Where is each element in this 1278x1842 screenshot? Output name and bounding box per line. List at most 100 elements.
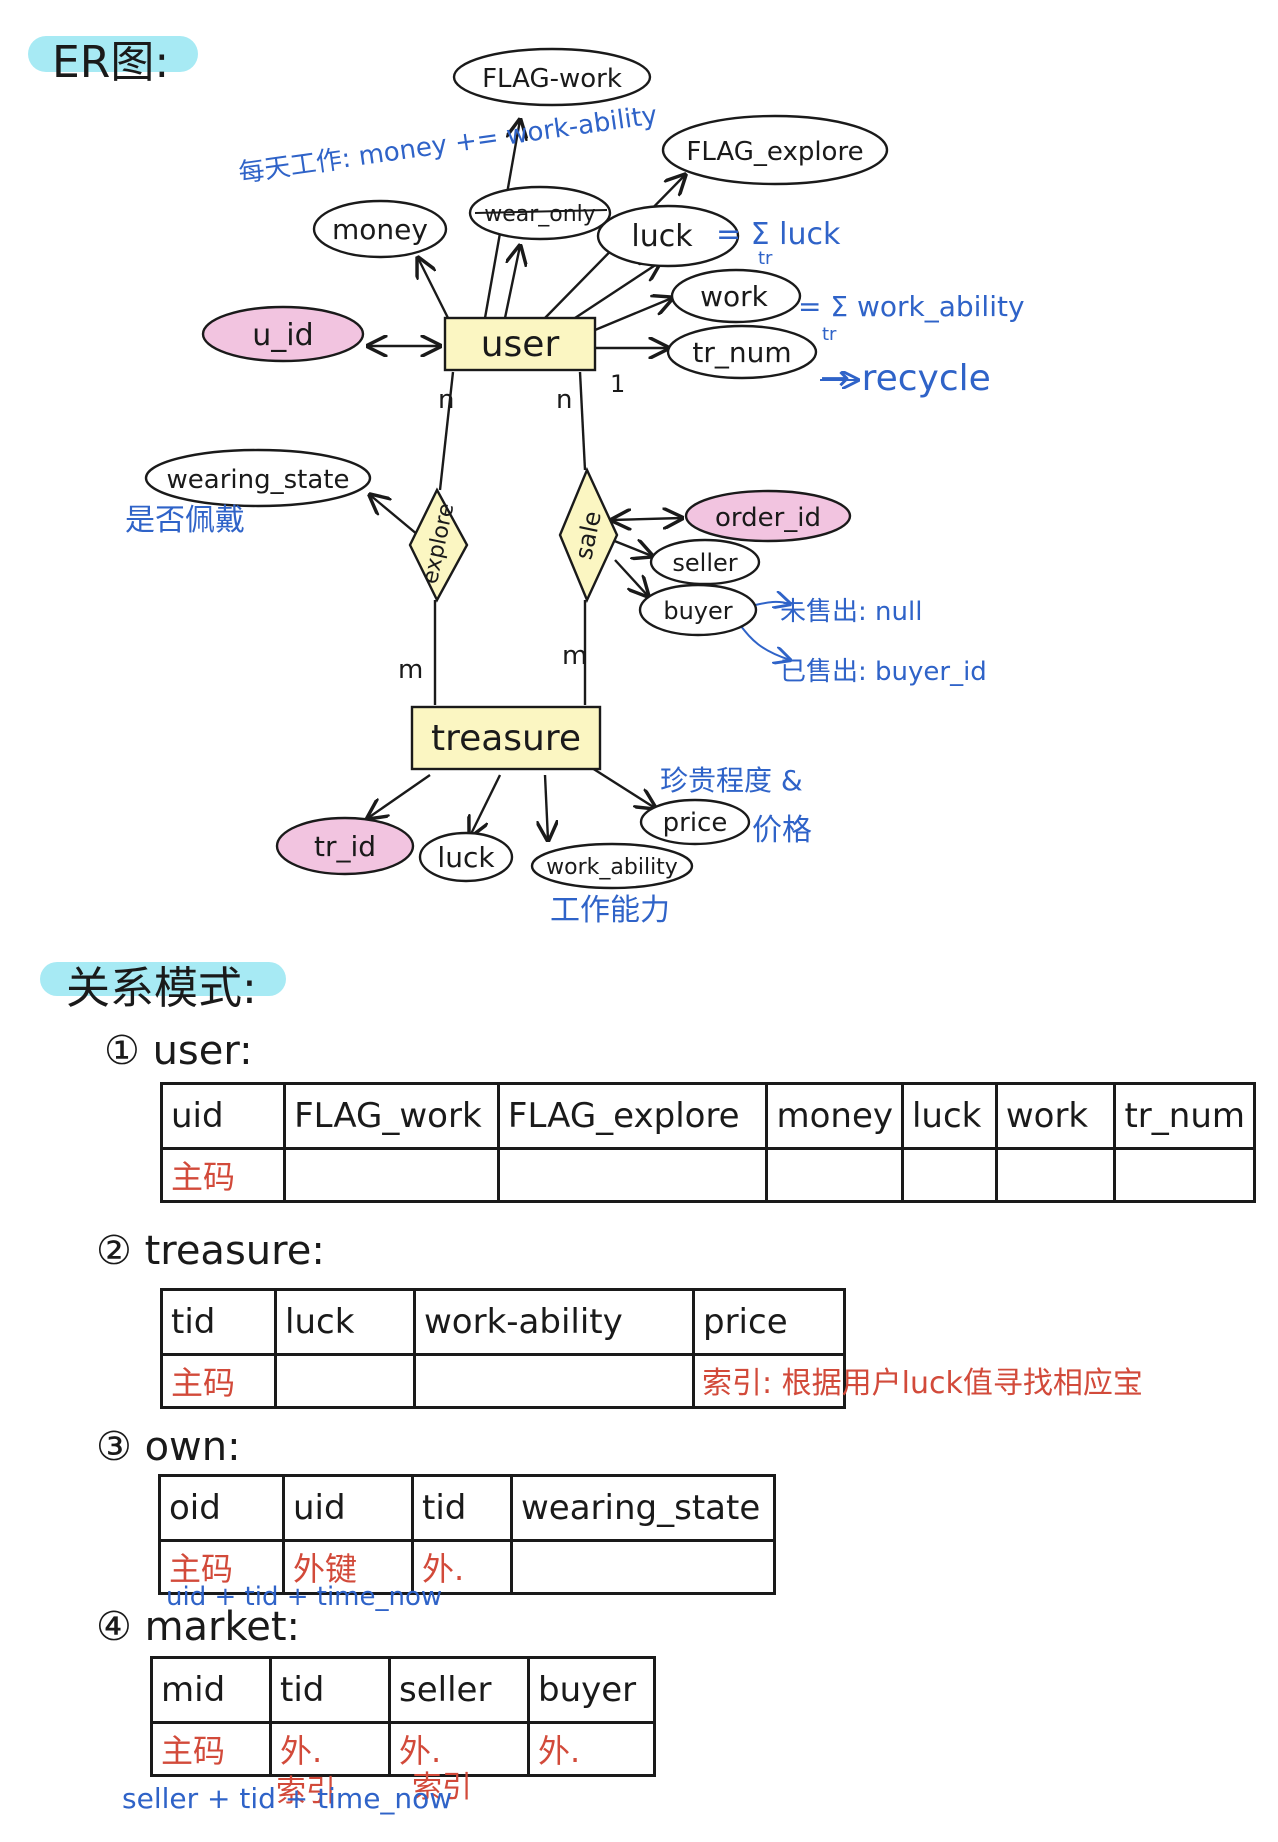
user-note-luck [900, 1147, 998, 1203]
attr-wear-only-label: wear_only [484, 202, 596, 227]
user-col-uid: uid [159, 1082, 287, 1150]
attr-tr-id-ellipse [275, 816, 415, 876]
wear-only-strike [474, 209, 608, 214]
table-treasure: tid luck work-ability price 主码 [160, 1288, 846, 1409]
table-own-label: ③ own: [96, 1424, 241, 1470]
note-wearing: 是否佩戴 [125, 503, 245, 538]
market-col-tid: tid [269, 1656, 391, 1724]
relationship-sale-diamond [558, 467, 619, 603]
card-user-sale: n [556, 385, 572, 415]
attr-treasure-luck-ellipse [418, 831, 514, 883]
table-market: mid tid seller buyer 主码 外. 外. 外. [150, 1656, 656, 1777]
attr-wearing-state-label: wearing_state [167, 465, 350, 495]
attr-buyer-ellipse [638, 583, 758, 637]
own-note-oid: 主码 [158, 1539, 285, 1595]
market-note-buyer: 外. [527, 1721, 656, 1777]
market-index-seller: 索引 [412, 1770, 472, 1805]
note-recycle: → recycle [820, 358, 991, 399]
user-note-flag-work [283, 1147, 500, 1203]
own-col-wearing-state: wearing_state [510, 1474, 776, 1542]
own-note-tid: 外. [411, 1539, 513, 1595]
user-note-work [994, 1147, 1117, 1203]
attr-wearing-state-ellipse [144, 448, 372, 508]
treasure-note-luck [274, 1353, 416, 1409]
attr-work-label: work [700, 280, 769, 313]
attr-flag-work-label: FLAG-work [482, 64, 622, 94]
market-col-buyer: buyer [527, 1656, 656, 1724]
own-col-tid: tid [411, 1474, 513, 1542]
table-market-label: ④ market: [96, 1604, 301, 1650]
note-price-2: 价格 [752, 813, 812, 848]
treasure-note-price [692, 1353, 846, 1409]
entity-user-label: user [481, 324, 560, 365]
note-work-sum: = Σ work_ability [798, 290, 1025, 323]
attr-u-id-label: u_id [252, 318, 313, 353]
note-unsold: 未售出: null [780, 597, 922, 627]
market-col-mid: mid [150, 1656, 272, 1724]
user-note-tr-num [1113, 1147, 1256, 1203]
own-note-wearing-state [510, 1539, 776, 1595]
note-luck-sum: = Σ luck [716, 217, 841, 252]
note-work-ability: 工作能力 [550, 893, 670, 928]
user-note-money [765, 1147, 904, 1203]
relational-title-highlight [40, 962, 286, 996]
user-note-flag-explore [496, 1147, 769, 1203]
table-treasure-label: ② treasure: [96, 1228, 325, 1274]
attr-luck-ellipse [596, 204, 740, 268]
user-connectors [368, 120, 685, 840]
market-key-note: seller + tid + time_now [122, 1782, 453, 1815]
attr-flag-explore-label: FLAG_explore [686, 137, 863, 167]
own-col-oid: oid [158, 1474, 285, 1542]
table-user: uid FLAG_work FLAG_explore money luck wo… [159, 1082, 1256, 1203]
user-col-tr-num: tr_num [1113, 1082, 1256, 1150]
note-price: 珍贵程度 & [660, 764, 803, 797]
attr-price-ellipse [639, 798, 751, 846]
attr-price-label: price [663, 808, 728, 838]
er-title: ER图: [52, 37, 170, 88]
own-note-uid: 外键 [282, 1539, 414, 1595]
attr-work-ability-label: work_ability [546, 855, 678, 880]
card-treasure-explore: m [398, 655, 423, 685]
attr-order-id-label: order_id [715, 503, 821, 533]
attr-flag-explore-ellipse [661, 114, 889, 186]
market-index-tid: 索引 [276, 1774, 336, 1809]
market-note-mid: 主码 [150, 1721, 272, 1777]
attr-tr-num-ellipse [666, 324, 818, 380]
user-note-uid: 主码 [159, 1147, 287, 1203]
treasure-index-note: 索引: 根据用户luck值寻找相应宝 [702, 1366, 1143, 1401]
note-sold: 已售出: buyer_id [780, 657, 987, 687]
own-col-uid: uid [282, 1474, 414, 1542]
market-note-seller: 外. [388, 1721, 530, 1777]
card-one: 1 [610, 370, 625, 398]
treasure-col-price: price [692, 1288, 846, 1356]
treasure-col-work-ability: work-ability [413, 1288, 695, 1356]
attr-flag-work-ellipse [452, 47, 652, 107]
user-col-work: work [994, 1082, 1117, 1150]
attr-treasure-luck-label: luck [437, 841, 495, 874]
note-work-sum-sub: tr [822, 324, 837, 345]
market-col-seller: seller [388, 1656, 530, 1724]
card-treasure-sale: m [562, 641, 587, 671]
user-col-flag-explore: FLAG_explore [496, 1082, 769, 1150]
attr-money-label: money [332, 213, 428, 246]
treasure-col-tid: tid [160, 1288, 277, 1356]
user-col-luck: luck [900, 1082, 998, 1150]
attr-work-ability-ellipse [530, 842, 694, 890]
er-title-highlight [28, 36, 198, 72]
entity-user-box [443, 316, 597, 372]
attr-luck-label: luck [631, 219, 693, 254]
own-key-note: uid + tid + time_now [166, 1582, 443, 1612]
attr-u-id-ellipse [201, 305, 365, 363]
note-luck-sum-sub: tr [758, 248, 773, 269]
attr-wear-only-ellipse [468, 185, 612, 241]
relational-title: 关系模式: [66, 963, 257, 1014]
table-user-label: ① user: [104, 1028, 253, 1074]
entity-treasure-label: treasure [431, 718, 581, 759]
treasure-note-tid: 主码 [160, 1353, 277, 1409]
treasure-note-work-ability [413, 1353, 695, 1409]
attr-tr-num-label: tr_num [692, 336, 791, 369]
attr-money-ellipse [312, 199, 448, 259]
attr-tr-id-label: tr_id [314, 830, 376, 863]
card-user-explore: n [438, 385, 454, 415]
